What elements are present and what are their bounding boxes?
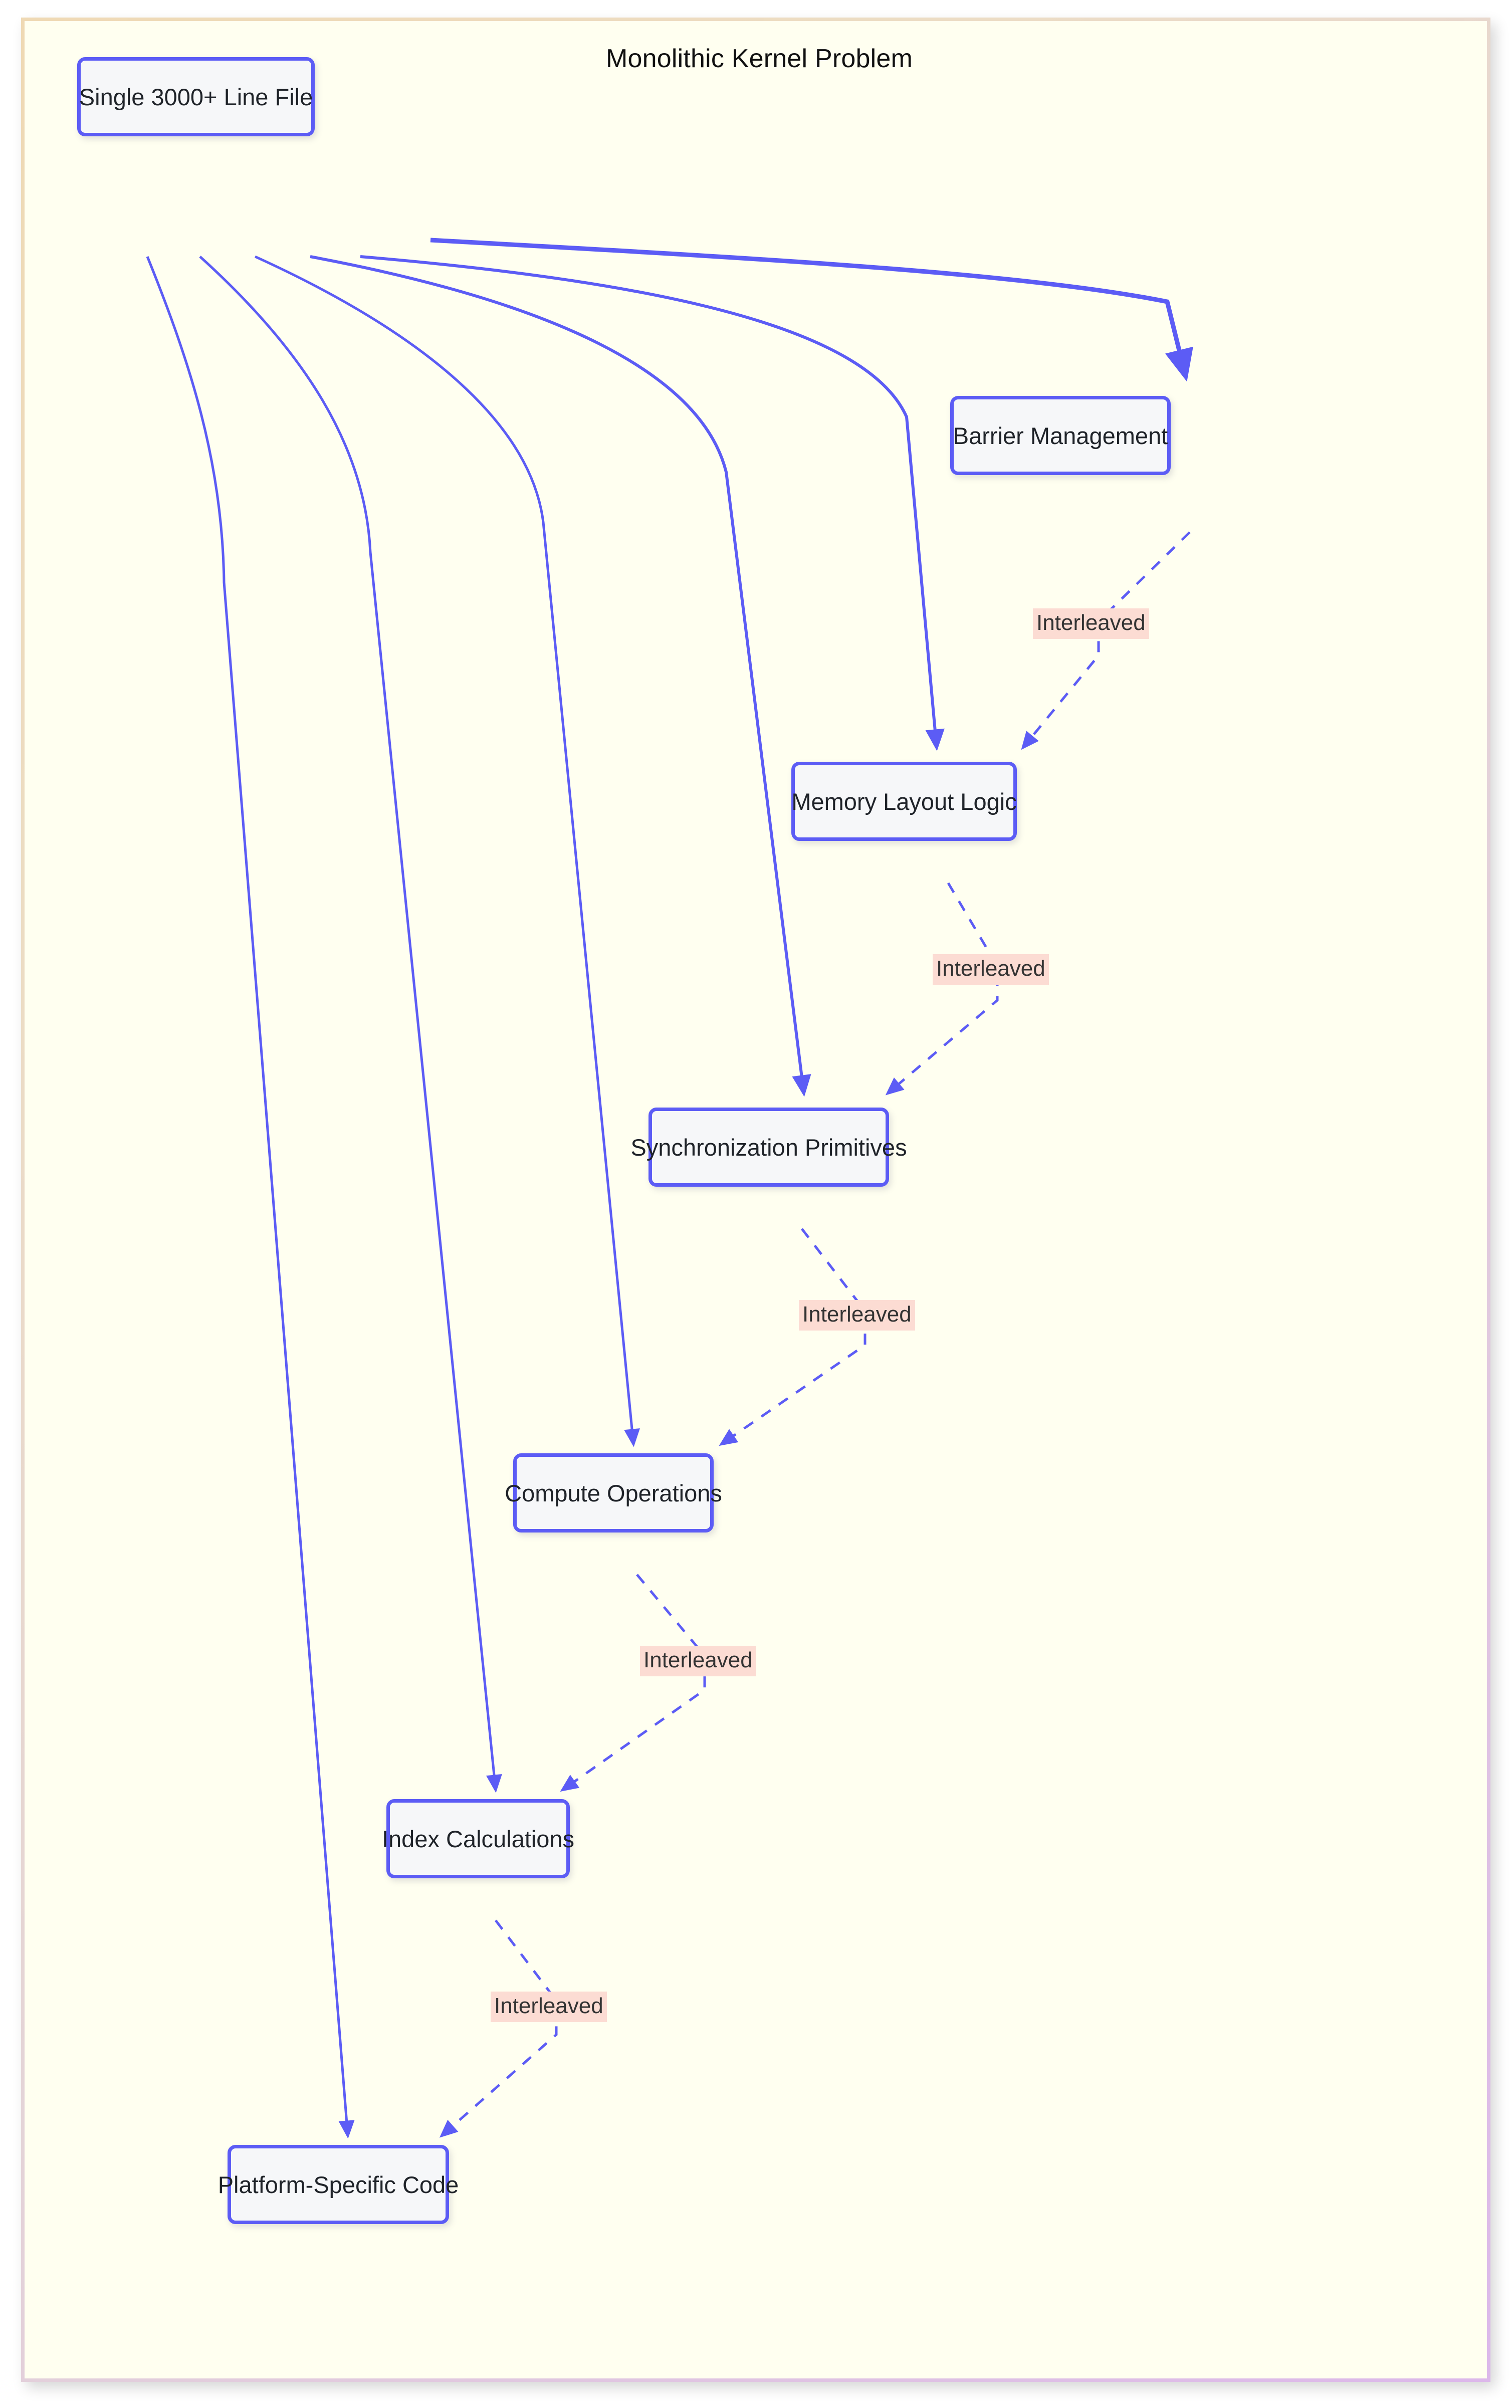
edge-sync-to-compute: [719, 1228, 867, 1446]
edge-memory-to-sync: [885, 882, 999, 1096]
node-single-3000-line-file[interactable]: Single 3000+ Line File: [77, 57, 315, 136]
node-label: Synchronization Primitives: [630, 1134, 907, 1161]
edge-label-sync-to-compute: Interleaved: [799, 1300, 915, 1331]
node-label: Memory Layout Logic: [791, 788, 1017, 815]
node-label: Index Calculations: [381, 1825, 575, 1852]
node-label: Compute Operations: [505, 1479, 722, 1506]
node-memory-layout-logic[interactable]: Memory Layout Logic: [791, 762, 1017, 841]
edge-root-to-platform: [146, 256, 355, 2139]
edge-compute-to-index: [560, 1574, 706, 1792]
node-barrier-management[interactable]: Barrier Management: [950, 396, 1171, 475]
node-index-calculations[interactable]: Index Calculations: [382, 1799, 574, 1878]
edge-barrier-to-memory: [1021, 531, 1191, 750]
node-label: Barrier Management: [953, 422, 1168, 449]
node-compute-operations[interactable]: Compute Operations: [505, 1453, 722, 1533]
edge-root-to-barrier: [430, 238, 1193, 382]
node-synchronization-primitives[interactable]: Synchronization Primitives: [630, 1108, 907, 1187]
node-label: Platform-Specific Code: [218, 2171, 459, 2198]
node-platform-specific-code[interactable]: Platform-Specific Code: [218, 2145, 459, 2224]
edge-root-to-memory: [360, 255, 945, 751]
diagram-title: Monolithic Kernel Problem: [606, 44, 913, 73]
diagram-canvas: Monolithic Kernel Problem: [21, 18, 1490, 2382]
edge-root-to-compute: [254, 255, 640, 1447]
edge-label-compute-to-index: Interleaved: [640, 1646, 756, 1676]
solid-edges-from-root: [146, 238, 1193, 2139]
edge-label-index-to-platform: Interleaved: [491, 1992, 607, 2022]
node-label: Single 3000+ Line File: [79, 83, 313, 110]
edge-index-to-platform: [439, 1919, 558, 2138]
edge-root-to-sync: [310, 255, 811, 1097]
edge-label-barrier-to-memory: Interleaved: [1033, 608, 1149, 639]
edge-root-to-index: [199, 256, 502, 1793]
edge-layer: [146, 238, 1193, 2139]
edge-label-memory-to-sync: Interleaved: [933, 954, 1049, 985]
